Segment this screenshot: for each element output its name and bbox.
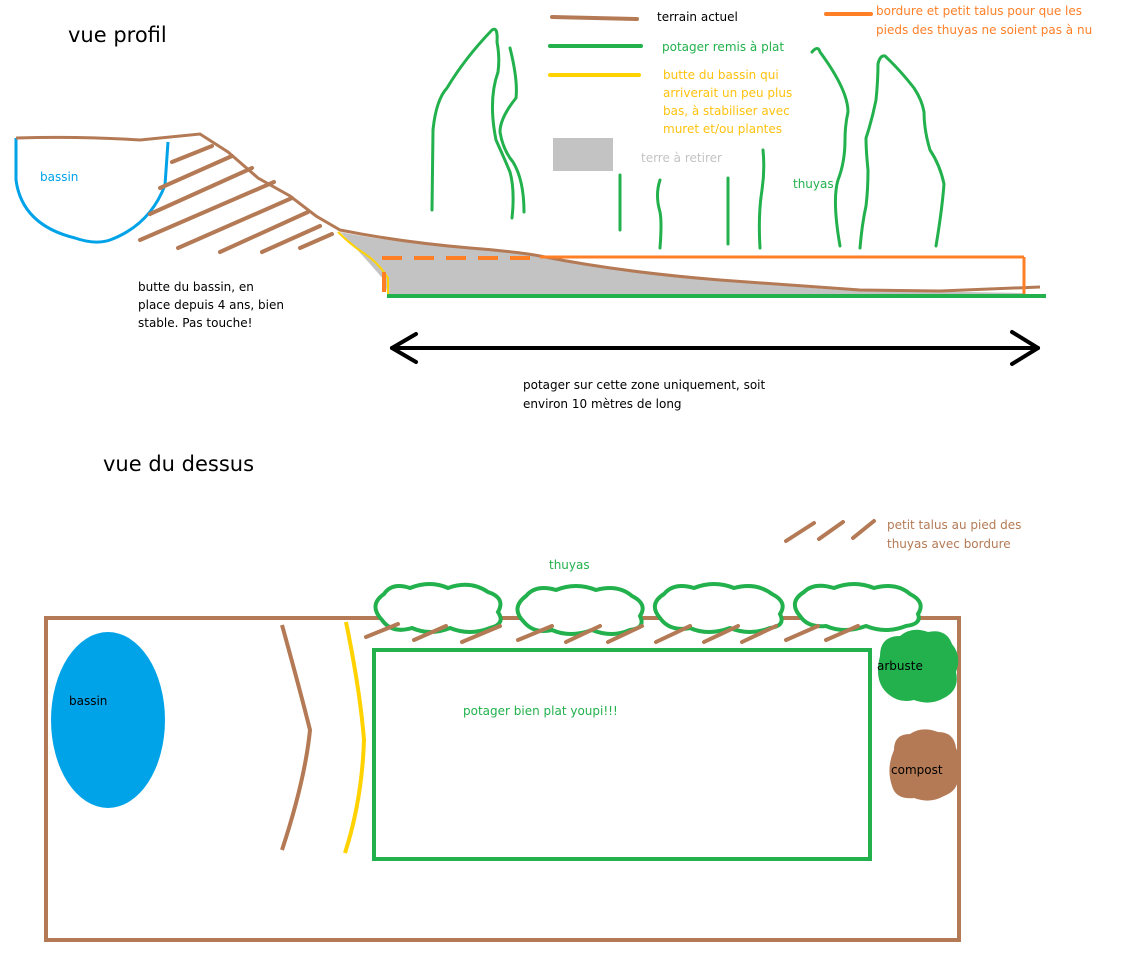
profile-thuyas-label: thuyas <box>793 177 834 191</box>
top-thuyas-label: thuyas <box>549 558 590 572</box>
top-butte-curve <box>343 621 367 854</box>
top-arbuste-label: arbuste <box>877 659 923 673</box>
top-talus-hatch <box>364 622 860 644</box>
top-potager-label: potager bien plat youpi!!! <box>463 704 618 718</box>
svg-text:environ 10 mètres de long: environ 10 mètres de long <box>523 397 682 411</box>
legend-butte-label: butte du bassin qui arriverait un peu pl… <box>663 68 792 136</box>
legend-swatch-terrain <box>550 15 639 21</box>
svg-text:arriverait un peu plus: arriverait un peu plus <box>663 86 792 100</box>
top-potager-area <box>372 648 872 861</box>
top-thuyas-clouds <box>373 582 923 636</box>
top-bassin-label: bassin <box>69 694 107 708</box>
top-garden-outline <box>44 616 961 942</box>
svg-text:bas, à stabiliser avec: bas, à stabiliser avec <box>663 104 790 118</box>
svg-text:stable. Pas touche!: stable. Pas touche! <box>138 316 252 330</box>
top-compost-label: compost <box>891 763 943 777</box>
svg-text:petit talus au pied des: petit talus au pied des <box>887 518 1021 532</box>
legend-terre-label: terre à retirer <box>641 151 722 165</box>
top-compost-shape <box>889 729 960 801</box>
top-bassin-shape <box>51 632 165 808</box>
top-arbuste-shape <box>878 629 959 703</box>
top-talus-legend-hatch <box>784 519 876 543</box>
profile-bordure <box>382 255 1026 294</box>
svg-text:thuyas avec bordure: thuyas avec bordure <box>887 537 1011 551</box>
legend-potager-label: potager remis à plat <box>662 40 784 54</box>
profile-bassin-label: bassin <box>40 170 78 184</box>
svg-text:potager sur cette zone uniquem: potager sur cette zone uniquement, soit <box>523 378 765 392</box>
profile-butte-note: butte du bassin, en place depuis 4 ans, … <box>138 280 284 330</box>
svg-text:bordure et petit talus pour qu: bordure et petit talus pour que les <box>876 4 1082 18</box>
profile-terrain-line <box>15 132 1041 293</box>
svg-text:pieds des thuyas ne soient pas: pieds des thuyas ne soient pas à nu <box>876 23 1092 37</box>
svg-text:place depuis 4 ans, bien: place depuis 4 ans, bien <box>138 298 284 312</box>
profile-zone-note: potager sur cette zone uniquement, soit … <box>523 378 765 411</box>
legend-terrain-label: terrain actuel <box>657 10 738 24</box>
top-title: vue du dessus <box>103 452 254 476</box>
profile-thuyas-outlines <box>430 27 946 250</box>
profile-butte-hatch <box>138 144 334 254</box>
svg-text:butte du bassin, en: butte du bassin, en <box>138 280 254 294</box>
profile-earth-to-remove <box>340 232 1025 296</box>
profile-title: vue profil <box>68 23 167 47</box>
legend-swatch-terre <box>553 138 613 171</box>
svg-text:butte du bassin qui: butte du bassin qui <box>663 68 779 82</box>
profile-bassin-shape <box>14 138 170 244</box>
top-talus-legend-label: petit talus au pied des thuyas avec bord… <box>887 518 1021 551</box>
svg-text:muret et/ou plantes: muret et/ou plantes <box>663 122 782 136</box>
legend-bordure-label: bordure et petit talus pour que les pied… <box>876 4 1092 37</box>
profile-zone-arrow <box>390 330 1040 366</box>
top-terrain-curve <box>280 624 313 851</box>
